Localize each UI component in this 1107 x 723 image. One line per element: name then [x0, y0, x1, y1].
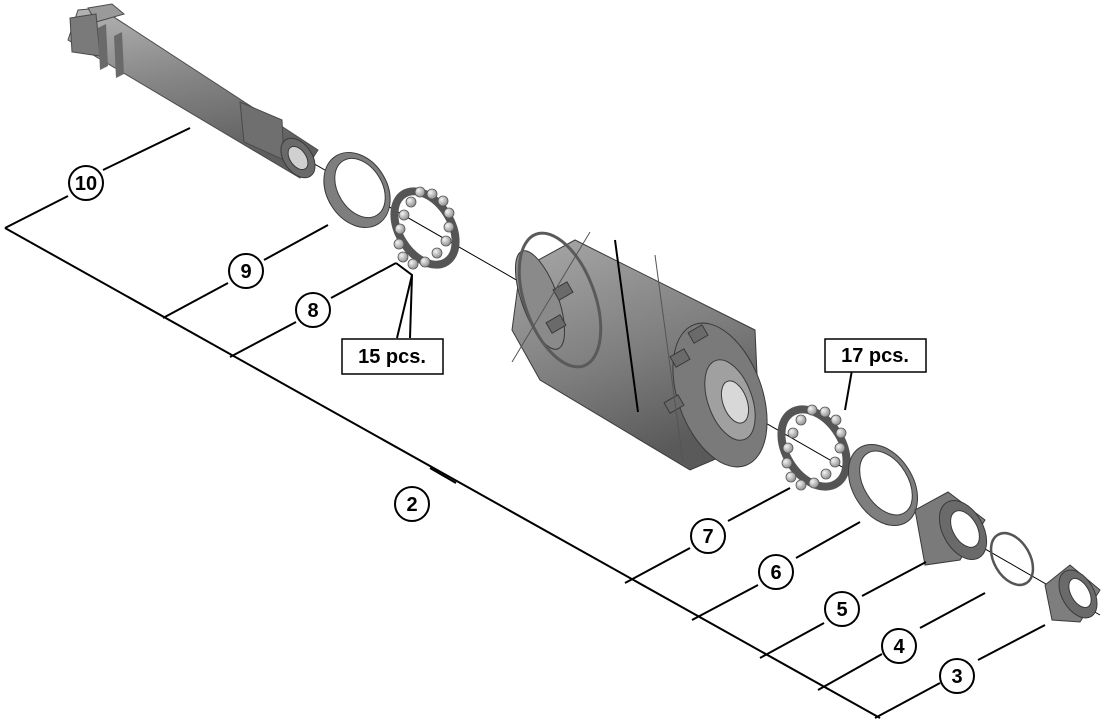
callout-4: 4 — [881, 628, 917, 664]
part-end-cap — [1044, 564, 1101, 623]
part-bearing-left — [390, 186, 460, 270]
part-bearing-right — [777, 404, 851, 491]
callout-3: 3 — [939, 658, 975, 694]
part-dust-cap-left — [323, 152, 391, 228]
part-dust-cap-right — [847, 443, 919, 527]
quantity-box-15: 15 pcs. — [341, 338, 444, 375]
callout-label-8: 8 — [307, 300, 318, 322]
callout-label-4: 4 — [893, 636, 905, 658]
callout-10: 10 — [68, 165, 104, 201]
part-axle — [67, 3, 319, 179]
callout-5: 5 — [824, 591, 860, 627]
callout-label-7: 7 — [702, 526, 713, 548]
callout-label-9: 9 — [240, 261, 251, 283]
callout-9: 9 — [228, 253, 264, 289]
part-hub-body — [511, 231, 768, 471]
callout-label-6: 6 — [770, 562, 781, 584]
callout-2: 2 — [394, 486, 430, 522]
quantity-text-15: 15 pcs. — [358, 346, 426, 368]
part-o-ring — [989, 531, 1035, 587]
callout-label-2: 2 — [406, 494, 417, 516]
quantity-box-17: 17 pcs. — [824, 338, 927, 373]
part-cone — [914, 491, 988, 566]
callout-6: 6 — [758, 554, 794, 590]
callout-8: 8 — [295, 292, 331, 328]
callout-label-10: 10 — [75, 173, 97, 195]
callout-label-5: 5 — [836, 599, 847, 621]
quantity-text-17: 17 pcs. — [841, 345, 909, 367]
leader-lines — [4, 127, 1046, 719]
callout-7: 7 — [690, 518, 726, 554]
callout-label-3: 3 — [951, 666, 962, 688]
